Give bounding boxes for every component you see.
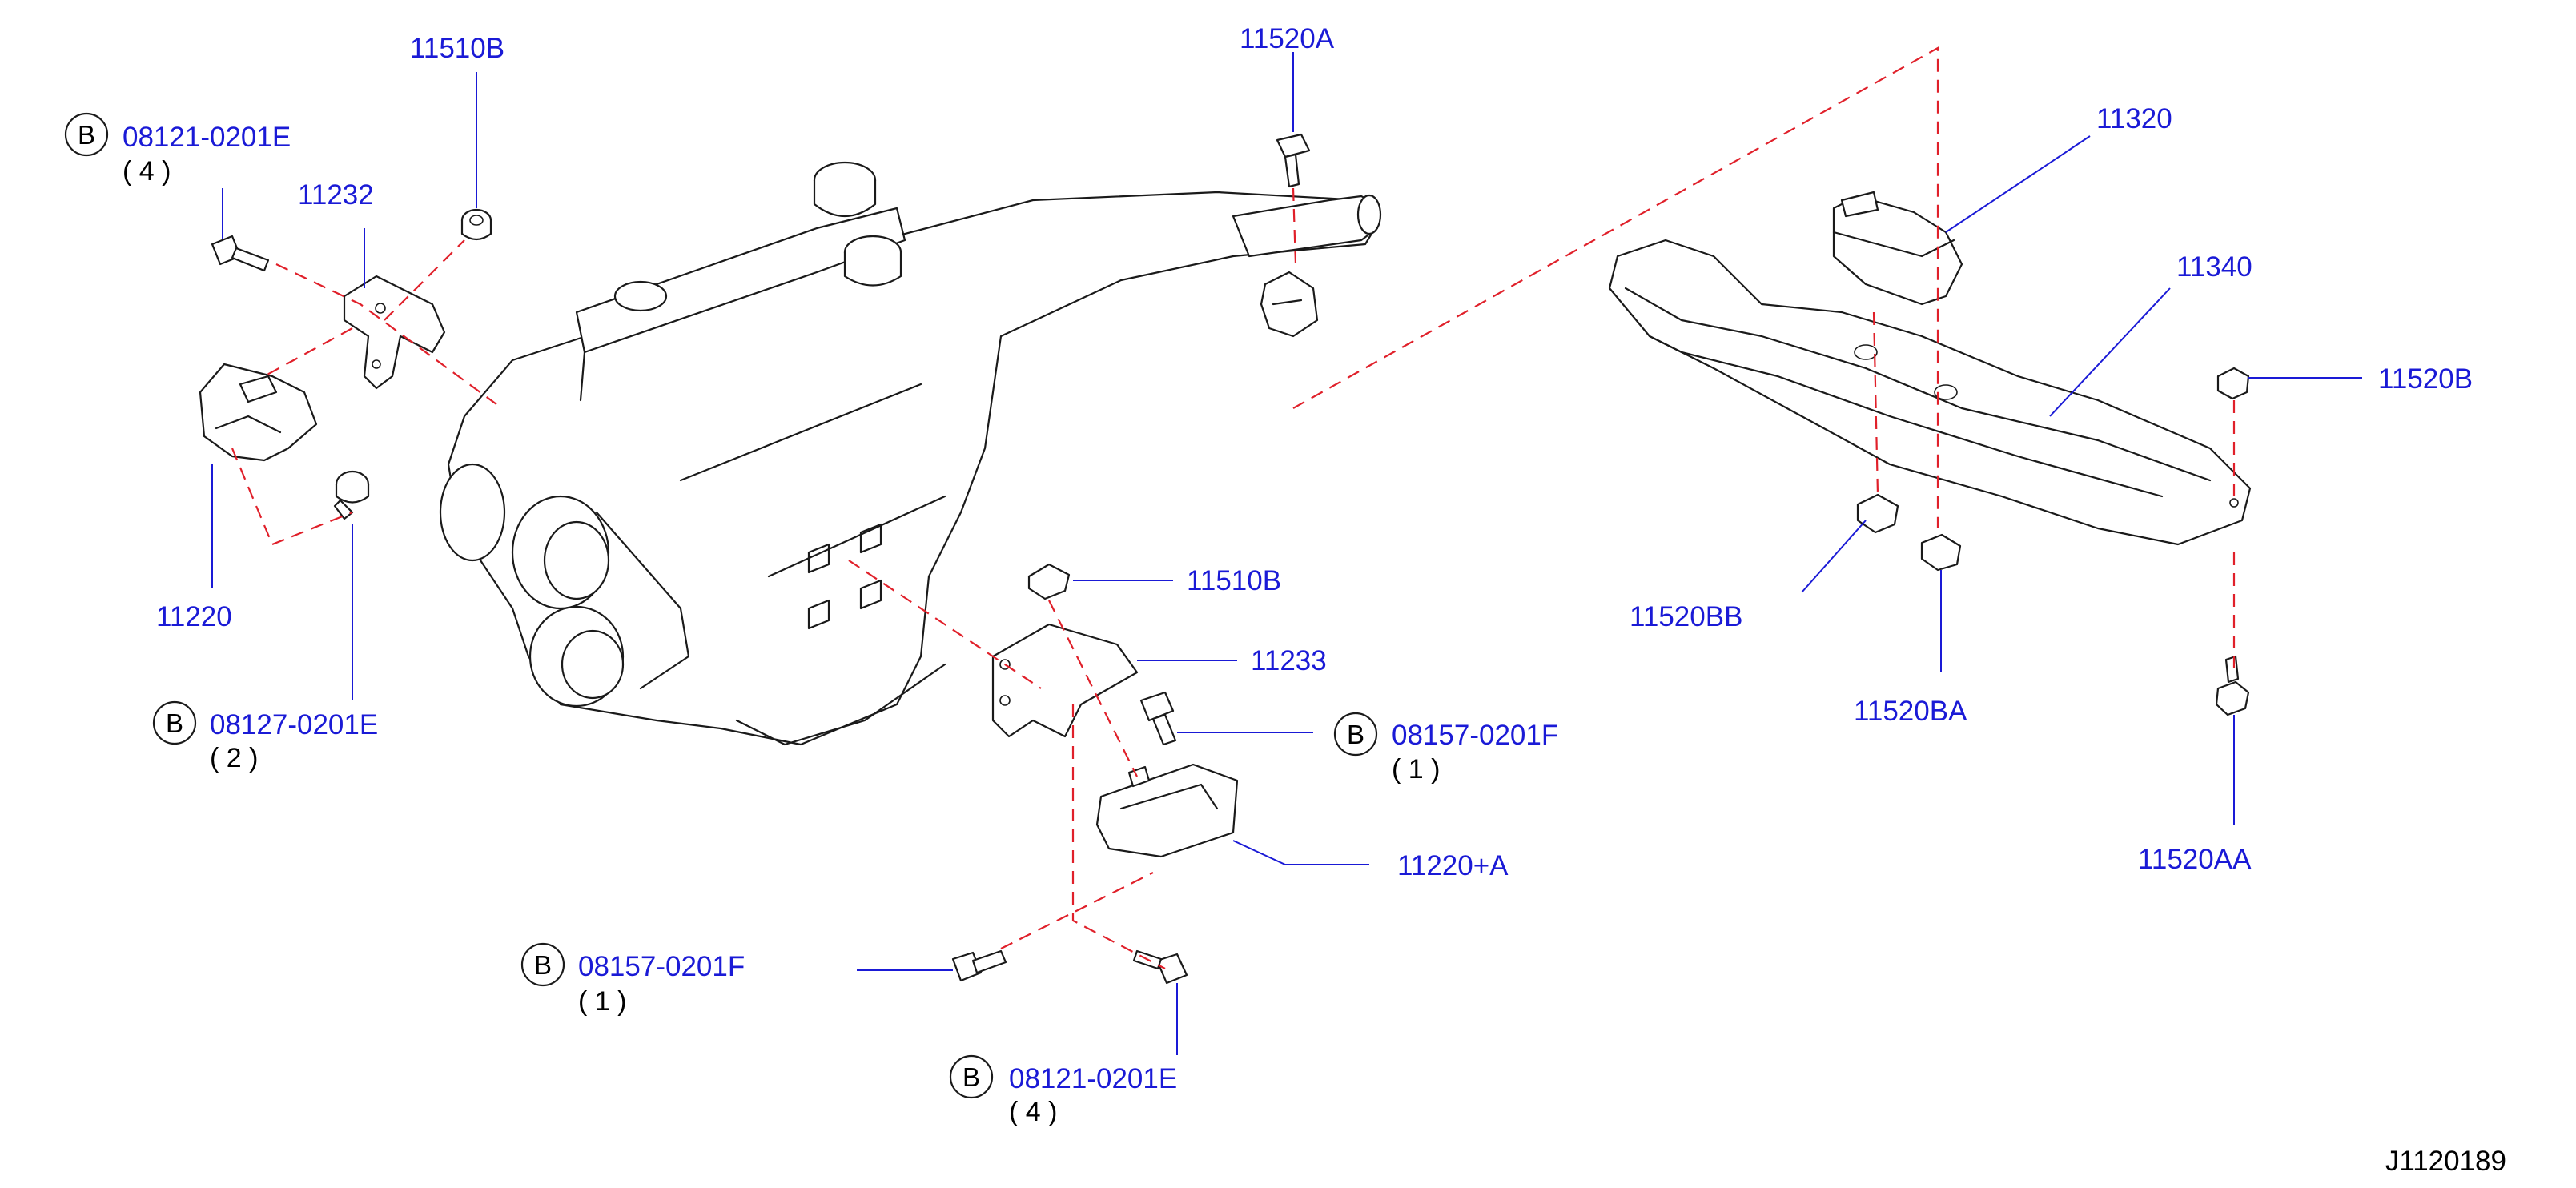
part-11233-bracket [991, 623, 1139, 738]
label-11510B-mid: 11510B [1187, 565, 1281, 596]
part-08157-bolt-left [951, 949, 1007, 982]
label-11520BB: 11520BB [1630, 601, 1742, 632]
label-11320: 11320 [2096, 103, 2172, 134]
qty-08121-bottom: ( 4 ) [1009, 1097, 1057, 1127]
part-11520B-nut [2216, 367, 2250, 400]
qty-08121-top: ( 4 ) [123, 156, 171, 187]
svg-text:B: B [166, 708, 183, 738]
label-11220A: 11220+A [1397, 850, 1509, 881]
engine-transmission-assembly [439, 161, 1382, 746]
label-08157-left: 08157-0201F [578, 951, 745, 982]
label-11340: 11340 [2176, 251, 2252, 283]
badge-08121-top: B [64, 112, 109, 157]
badge-08121-bottom: B [949, 1054, 994, 1099]
svg-text:B: B [1347, 720, 1364, 749]
leader-lines [211, 52, 2362, 1055]
qty-08127: ( 2 ) [210, 743, 258, 773]
label-11233: 11233 [1251, 645, 1327, 676]
part-08127-bolt [333, 470, 370, 520]
label-08121-bottom: 08121-0201E [1009, 1063, 1177, 1094]
label-11232: 11232 [298, 179, 374, 211]
label-11510B-top: 11510B [410, 33, 504, 64]
qty-08157-left: ( 1 ) [578, 986, 626, 1017]
badge-08157-left: B [520, 942, 565, 987]
part-11520BA-nut [1920, 533, 1962, 572]
part-11340-crossmember [1608, 239, 2252, 546]
diagram-reference-code: J1120189 [2385, 1146, 2506, 1177]
label-11520A: 11520A [1240, 23, 1335, 54]
part-11520AA-bolt [2215, 655, 2250, 716]
part-08121-bolt-top [211, 235, 270, 272]
part-11220-mount-left [199, 363, 318, 462]
qty-08157-right: ( 1 ) [1392, 754, 1440, 785]
label-11520BA: 11520BA [1854, 696, 1967, 727]
part-11232-bracket [343, 275, 446, 390]
label-11520B: 11520B [2378, 363, 2473, 395]
part-11510B-nut-mid [1027, 563, 1071, 600]
label-08127: 08127-0201E [210, 709, 378, 740]
badge-08127: B [152, 700, 197, 745]
label-11220: 11220 [156, 601, 232, 632]
alignment-lines [231, 46, 2236, 969]
badge-08157-right: B [1333, 712, 1378, 757]
label-08157-right: 08157-0201F [1392, 720, 1558, 751]
part-11520BB-nut [1856, 493, 1899, 534]
svg-text:B: B [78, 120, 95, 150]
part-11220A-mount [1095, 763, 1239, 858]
part-08157-bolt-right [1139, 691, 1177, 746]
label-08121-top: 08121-0201E [123, 122, 291, 153]
svg-text:B: B [534, 950, 552, 980]
svg-text:B: B [962, 1062, 980, 1092]
part-11320-insulator [1832, 191, 1963, 306]
part-11510B-nut-top [460, 208, 492, 241]
label-11520AA: 11520AA [2138, 844, 2252, 875]
part-11520A-bolt [1276, 133, 1311, 188]
